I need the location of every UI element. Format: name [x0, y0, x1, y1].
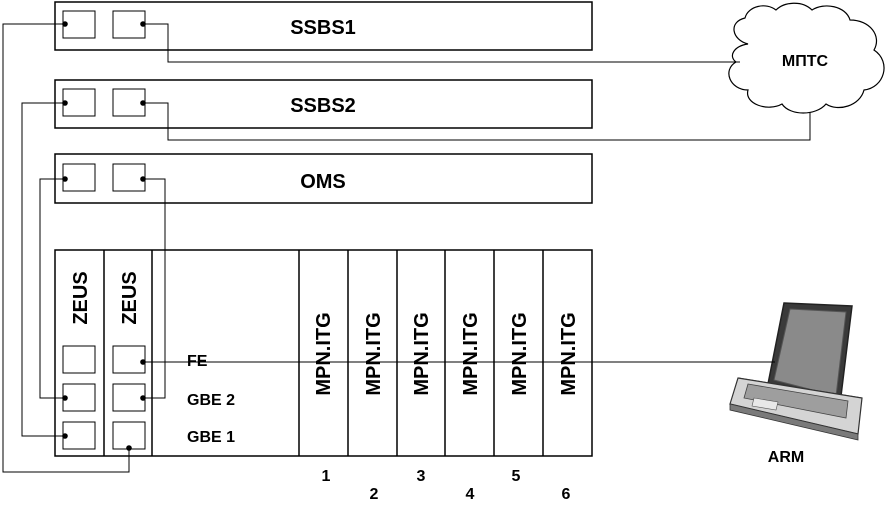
- oms-unit: OMS: [54, 153, 593, 204]
- ssbs1-unit: SSBS1: [54, 1, 593, 51]
- zeus2-port-fe: [112, 345, 146, 374]
- laptop-label: ARM: [768, 449, 804, 466]
- ssbs1-port-1: [62, 10, 96, 39]
- ssbs2-port-1: [62, 88, 96, 117]
- zeus1-port-fe: [62, 345, 96, 374]
- connections: [2, 23, 811, 473]
- gbe1-label: GBE 1: [187, 429, 235, 446]
- ssbs2-unit: SSBS2: [54, 79, 593, 129]
- card-label-2: MPN.ITG: [363, 312, 385, 395]
- zeus2-port-gbe2: [112, 383, 146, 412]
- card-label-4: MPN.ITG: [460, 312, 482, 395]
- laptop-icon: [729, 302, 863, 441]
- card-number-3: 3: [417, 468, 426, 485]
- oms-port-2: [112, 163, 146, 192]
- ssbs1-title: SSBS1: [290, 17, 356, 39]
- zeus2-port-gbe1: [112, 421, 146, 450]
- chassis: ZEUS ZEUS FE GBE 2 GBE 1 MPN.ITG MPN.ITG…: [54, 249, 593, 457]
- ssbs2-title: SSBS2: [290, 95, 356, 117]
- card-label-1: MPN.ITG: [313, 312, 335, 395]
- card-label-6: MPN.ITG: [558, 312, 580, 395]
- card-number-1: 1: [322, 468, 331, 485]
- card-number-6: 6: [562, 486, 571, 503]
- zeus-label-2: ZEUS: [119, 271, 141, 324]
- connection-dots: [62, 21, 146, 451]
- card-label-5: MPN.ITG: [509, 312, 531, 395]
- oms-title: OMS: [300, 171, 346, 193]
- card-number-2: 2: [370, 486, 379, 503]
- cloud-label: МПТС: [782, 53, 829, 70]
- ssbs1-port-2: [112, 10, 146, 39]
- card-label-3: MPN.ITG: [411, 312, 433, 395]
- zeus-label-1: ZEUS: [70, 271, 92, 324]
- card-number-5: 5: [512, 468, 521, 485]
- oms-port-1: [62, 163, 96, 192]
- ssbs2-port-2: [112, 88, 146, 117]
- cloud-icon: МПТС: [728, 2, 885, 114]
- zeus1-port-gbe1: [62, 421, 96, 450]
- card-number-4: 4: [466, 486, 475, 503]
- zeus1-port-gbe2: [62, 383, 96, 412]
- gbe2-label: GBE 2: [187, 392, 235, 409]
